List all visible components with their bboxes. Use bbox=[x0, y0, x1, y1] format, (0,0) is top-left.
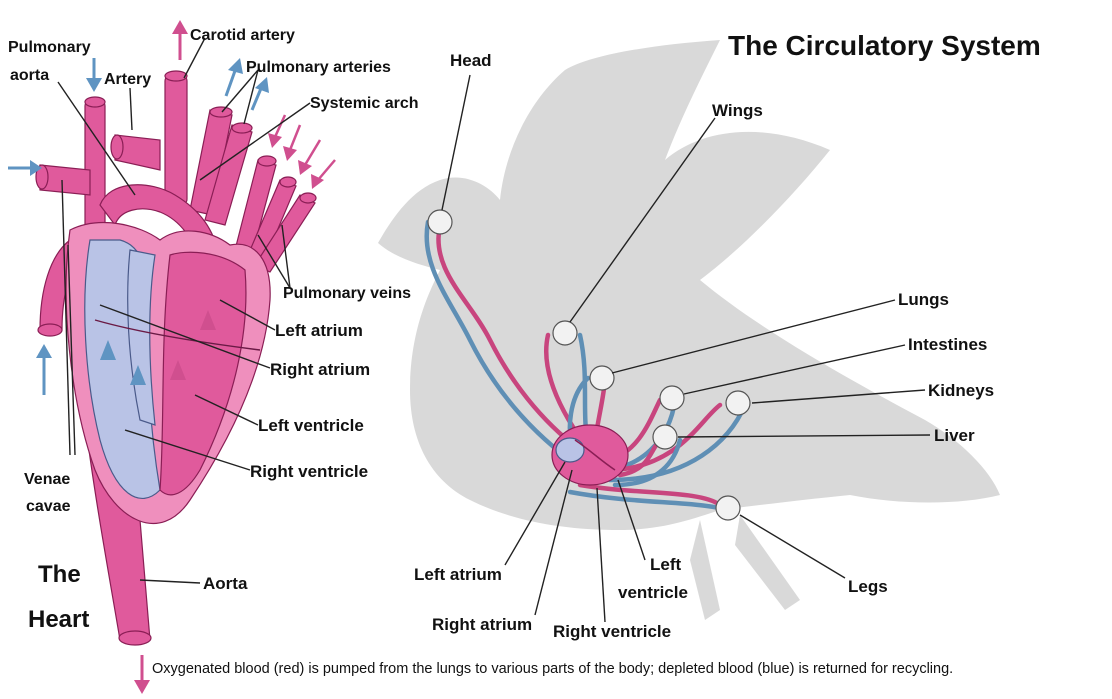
label-heart-right-atrium: Right atrium bbox=[270, 360, 370, 379]
heart-illustration bbox=[35, 70, 317, 646]
organ-intestines bbox=[659, 385, 685, 411]
label-intestines: Intestines bbox=[908, 335, 987, 354]
organ-liver bbox=[652, 424, 678, 450]
label-bird-left-atrium: Left atrium bbox=[414, 565, 502, 584]
label-bird-left-ventricle-1: Left bbox=[650, 555, 682, 574]
label-wings: Wings bbox=[712, 101, 763, 120]
bird-silhouette bbox=[378, 40, 1000, 620]
heart-title-line2: Heart bbox=[28, 606, 89, 633]
label-artery: Artery bbox=[104, 71, 151, 88]
organ-legs bbox=[715, 495, 741, 521]
organ-kidneys bbox=[725, 390, 751, 416]
organ-wings bbox=[552, 320, 578, 346]
label-heart-right-ventricle: Right ventricle bbox=[250, 462, 368, 481]
heart-flow-arrows bbox=[8, 20, 336, 694]
organ-head bbox=[427, 209, 453, 235]
label-head: Head bbox=[450, 51, 492, 70]
caption: Oxygenated blood (red) is pumped from th… bbox=[152, 661, 953, 677]
label-pulmonary-aorta-2: aorta bbox=[10, 67, 49, 84]
leader-lines bbox=[57, 37, 931, 623]
label-systemic-arch: Systemic arch bbox=[310, 95, 419, 112]
label-legs: Legs bbox=[848, 577, 888, 596]
label-bird-right-ventricle: Right ventricle bbox=[553, 622, 671, 641]
label-liver: Liver bbox=[934, 426, 975, 445]
label-carotid-artery: Carotid artery bbox=[190, 27, 295, 44]
heart-title-line1: The bbox=[38, 561, 81, 588]
label-heart-left-atrium: Left atrium bbox=[275, 321, 363, 340]
label-pulmonary-arteries: Pulmonary arteries bbox=[246, 59, 391, 76]
label-venae-cavae-2: cavae bbox=[26, 498, 71, 515]
label-pulmonary-veins: Pulmonary veins bbox=[283, 285, 411, 302]
label-kidneys: Kidneys bbox=[928, 381, 994, 400]
diagram-title: The Circulatory System bbox=[728, 30, 1041, 61]
bird-heart bbox=[551, 424, 629, 486]
organ-lungs bbox=[589, 365, 615, 391]
label-venae-cavae-1: Venae bbox=[24, 471, 70, 488]
label-bird-right-atrium: Right atrium bbox=[432, 615, 532, 634]
label-pulmonary-aorta-1: Pulmonary bbox=[8, 39, 91, 56]
label-lungs: Lungs bbox=[898, 290, 949, 309]
label-aorta: Aorta bbox=[203, 574, 248, 593]
label-heart-left-ventricle: Left ventricle bbox=[258, 416, 364, 435]
label-bird-left-ventricle-2: ventricle bbox=[618, 583, 688, 602]
